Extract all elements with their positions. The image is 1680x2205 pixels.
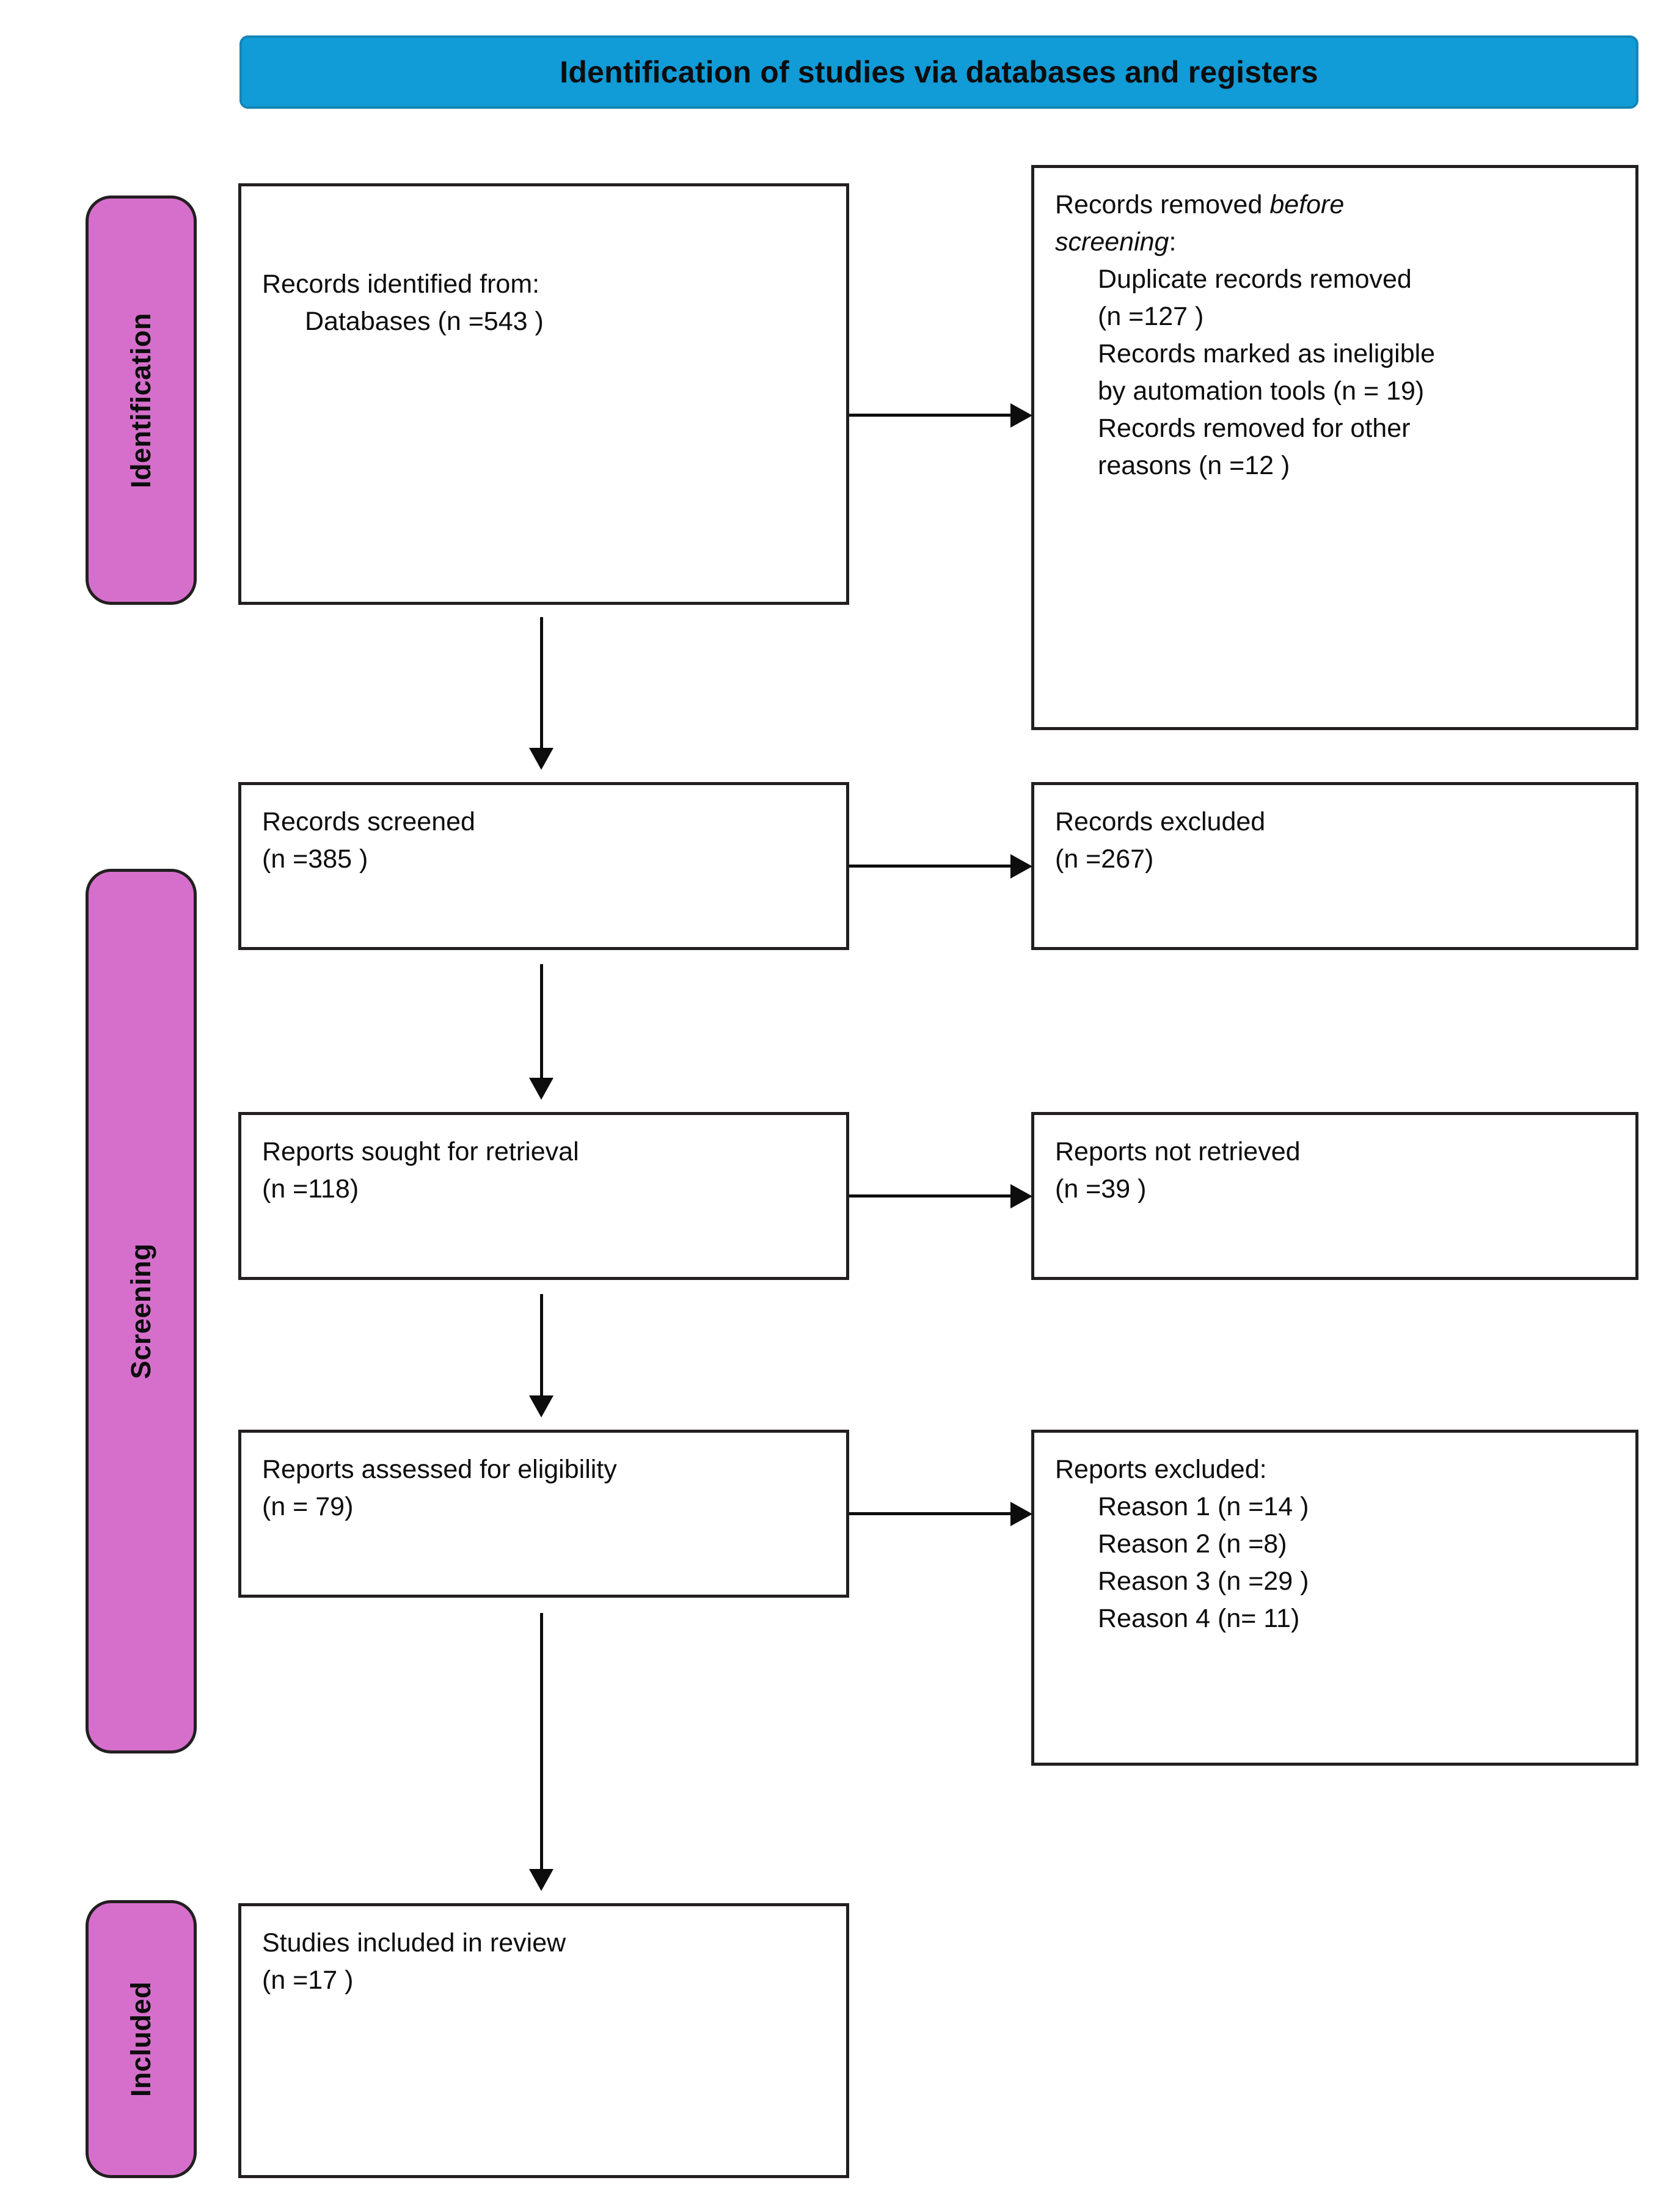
arrow-down-icon-assessed-to-included: [529, 1613, 553, 1891]
node-reports-assessed-for-eligibility: Reports assessed for eligibility (n = 79…: [238, 1430, 849, 1598]
node-reports-sought-for-retrieval: Reports sought for retrieval (n =118): [238, 1112, 849, 1280]
diagram-title: Identification of studies via databases …: [560, 55, 1318, 89]
studies-included-count: (n =17 ): [262, 1965, 354, 1995]
arrow-shaft: [849, 414, 1012, 417]
reports-assessed-count: (n = 79): [262, 1492, 354, 1522]
diagram-header-banner: Identification of studies via databases …: [239, 35, 1638, 109]
reports-excluded-label: Reports excluded:: [1055, 1455, 1267, 1484]
studies-included-label: Studies included in review: [262, 1928, 566, 1958]
stage-bar-screening: Screening: [86, 869, 197, 1753]
records-identified-databases: Databases (n =543 ): [305, 307, 544, 337]
arrow-shaft: [540, 617, 543, 749]
arrow-right-icon-assessed-to-reports-excluded: [849, 1502, 1032, 1526]
duplicate-records-removed: Duplicate records removed: [1098, 265, 1412, 294]
reports-excluded-reason-4: Reason 4 (n= 11): [1098, 1604, 1300, 1634]
records-removed-prefix: Records removed: [1055, 190, 1270, 219]
node-records-identified: Records identified from: Databases (n =5…: [238, 183, 849, 605]
records-identified-label: Records identified from:: [262, 269, 540, 299]
removed-other-reasons-count: reasons (n =12 ): [1098, 451, 1290, 481]
records-removed-heading: Records removed before: [1055, 186, 1615, 224]
node-reports-excluded: Reports excluded: Reason 1 (n =14 ) Reas…: [1031, 1430, 1638, 1766]
node-records-removed-before-screening: Records removed before screening: Duplic…: [1031, 165, 1638, 730]
node-records-screened: Records screened (n =385 ): [238, 782, 849, 950]
records-screened-count: (n =385 ): [262, 844, 368, 874]
reports-not-retrieved-label: Reports not retrieved: [1055, 1137, 1301, 1166]
arrow-shaft: [540, 964, 543, 1079]
stage-bar-identification: Identification: [86, 196, 197, 605]
reports-excluded-reason-3: Reason 3 (n =29 ): [1098, 1567, 1309, 1596]
records-removed-colon: :: [1169, 227, 1177, 257]
arrow-down-icon-identified-to-screened: [529, 617, 553, 770]
arrow-head: [1010, 1502, 1032, 1526]
node-studies-included-in-review: Studies included in review (n =17 ): [238, 1903, 849, 2178]
reports-assessed-label: Reports assessed for eligibility: [262, 1455, 617, 1484]
arrow-head: [529, 1078, 553, 1100]
node-reports-not-retrieved: Reports not retrieved (n =39 ): [1031, 1112, 1638, 1280]
records-excluded-label: Records excluded: [1055, 807, 1266, 836]
arrow-shaft: [540, 1294, 543, 1397]
records-screened-label: Records screened: [262, 807, 475, 836]
records-removed-italic-before: before: [1269, 190, 1345, 219]
arrow-head: [529, 748, 553, 770]
stage-bar-included: Included: [86, 1900, 197, 2178]
arrow-head: [1010, 1184, 1032, 1209]
reports-not-retrieved-count: (n =39 ): [1055, 1174, 1147, 1204]
arrow-head: [529, 1869, 553, 1891]
arrow-shaft: [849, 1194, 1012, 1198]
records-removed-italic-screening: screening: [1055, 227, 1169, 257]
reports-excluded-reason-2: Reason 2 (n =8): [1098, 1529, 1287, 1559]
node-records-excluded: Records excluded (n =267): [1031, 782, 1638, 950]
ineligible-by-automation: Records marked as ineligible: [1098, 339, 1436, 369]
arrow-right-icon-screened-to-excluded: [849, 854, 1032, 879]
records-removed-heading-line2: screening:: [1055, 224, 1615, 261]
arrow-down-icon-sought-to-assessed: [529, 1294, 553, 1417]
stage-label-identification: Identification: [125, 312, 156, 488]
arrow-head: [1010, 854, 1032, 879]
removed-other-reasons: Records removed for other: [1098, 414, 1411, 444]
stage-label-included: Included: [125, 1981, 156, 2097]
stage-label-screening: Screening: [125, 1243, 156, 1380]
arrow-head: [529, 1395, 553, 1417]
reports-sought-count: (n =118): [262, 1174, 359, 1204]
arrow-down-icon-screened-to-sought: [529, 964, 553, 1100]
arrow-head: [1010, 403, 1032, 428]
arrow-right-icon-identified-to-removed: [849, 403, 1032, 428]
reports-excluded-reason-1: Reason 1 (n =14 ): [1098, 1492, 1309, 1522]
records-excluded-count: (n =267): [1055, 844, 1154, 874]
arrow-shaft: [849, 1512, 1012, 1515]
duplicate-records-removed-count: (n =127 ): [1098, 302, 1204, 332]
reports-sought-label: Reports sought for retrieval: [262, 1137, 579, 1166]
arrow-right-icon-sought-to-not-retrieved: [849, 1184, 1032, 1209]
arrow-shaft: [540, 1613, 543, 1870]
arrow-shaft: [849, 865, 1012, 868]
ineligible-by-automation-count: by automation tools (n = 19): [1098, 376, 1425, 406]
